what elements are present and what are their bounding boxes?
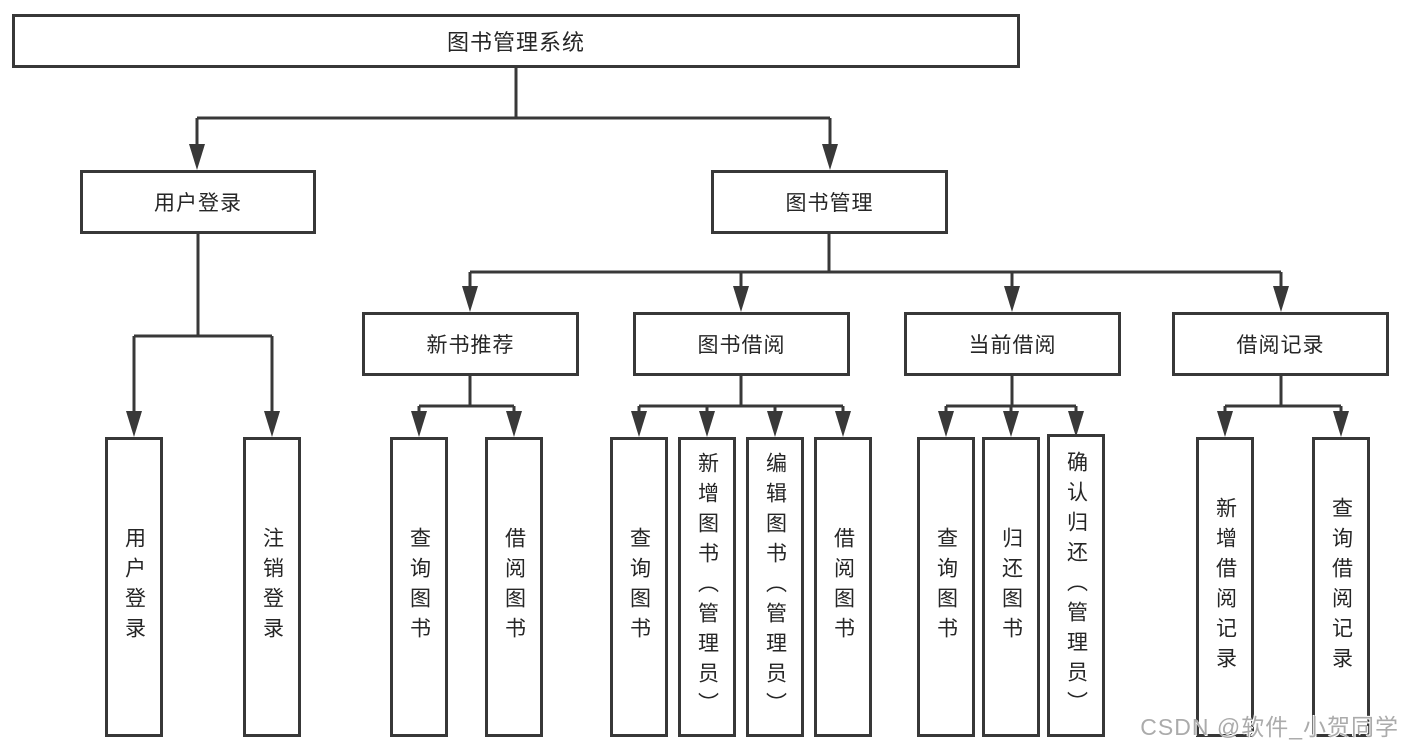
leaf-add-borrow-record: 新增借阅记录	[1196, 437, 1254, 737]
node-label: 新增图书（管理员）	[695, 452, 719, 722]
watermark: CSDN @软件_小贺同学	[1140, 714, 1399, 740]
node-label: 查询图书	[627, 527, 651, 647]
node-label: 查询图书	[934, 527, 958, 647]
node-label: 归还图书	[999, 527, 1023, 647]
node-borrow-records: 借阅记录	[1172, 312, 1389, 376]
node-label: 图书借阅	[697, 334, 786, 357]
node-label: 用户登录	[154, 192, 242, 215]
leaf-add-book-admin: 新增图书（管理员）	[678, 437, 736, 737]
node-label: 确认归还（管理员）	[1064, 450, 1088, 721]
leaf-return-book: 归还图书	[982, 437, 1040, 737]
node-label: 查询借阅记录	[1329, 497, 1353, 677]
leaf-query-books-3: 查询图书	[917, 437, 975, 737]
node-label: 查询图书	[407, 527, 431, 647]
node-label: 新增借阅记录	[1213, 497, 1237, 677]
leaf-query-books-2: 查询图书	[610, 437, 668, 737]
connector-paths	[132, 68, 1343, 416]
node-current-borrowing: 当前借阅	[904, 312, 1121, 376]
node-book-borrowing: 图书借阅	[633, 312, 850, 376]
node-label: 借阅图书	[502, 527, 526, 647]
leaf-confirm-return-admin: 确认归还（管理员）	[1047, 434, 1105, 737]
leaf-borrow-books-2: 借阅图书	[814, 437, 872, 737]
node-user-login: 用户登录	[80, 170, 316, 234]
node-label: 图书管理系统	[446, 30, 585, 55]
node-new-book-recommend: 新书推荐	[362, 312, 579, 376]
node-label: 图书管理	[785, 192, 874, 215]
node-label: 借阅记录	[1236, 334, 1325, 357]
leaf-borrow-books-1: 借阅图书	[485, 437, 543, 737]
node-label: 用户登录	[122, 527, 146, 647]
node-label: 借阅图书	[831, 527, 855, 647]
leaf-query-books-1: 查询图书	[390, 437, 448, 737]
leaf-user-login: 用户登录	[105, 437, 163, 737]
leaf-edit-book-admin: 编辑图书（管理员）	[746, 437, 804, 737]
node-library-management-system: 图书管理系统	[12, 14, 1020, 68]
node-label: 新书推荐	[426, 334, 515, 357]
leaf-logout: 注销登录	[243, 437, 301, 737]
node-book-management: 图书管理	[711, 170, 948, 234]
leaf-query-borrow-record: 查询借阅记录	[1312, 437, 1370, 737]
node-label: 注销登录	[260, 527, 284, 647]
node-label: 编辑图书（管理员）	[763, 452, 787, 722]
node-label: 当前借阅	[968, 334, 1057, 357]
arrowheads	[126, 144, 1349, 437]
